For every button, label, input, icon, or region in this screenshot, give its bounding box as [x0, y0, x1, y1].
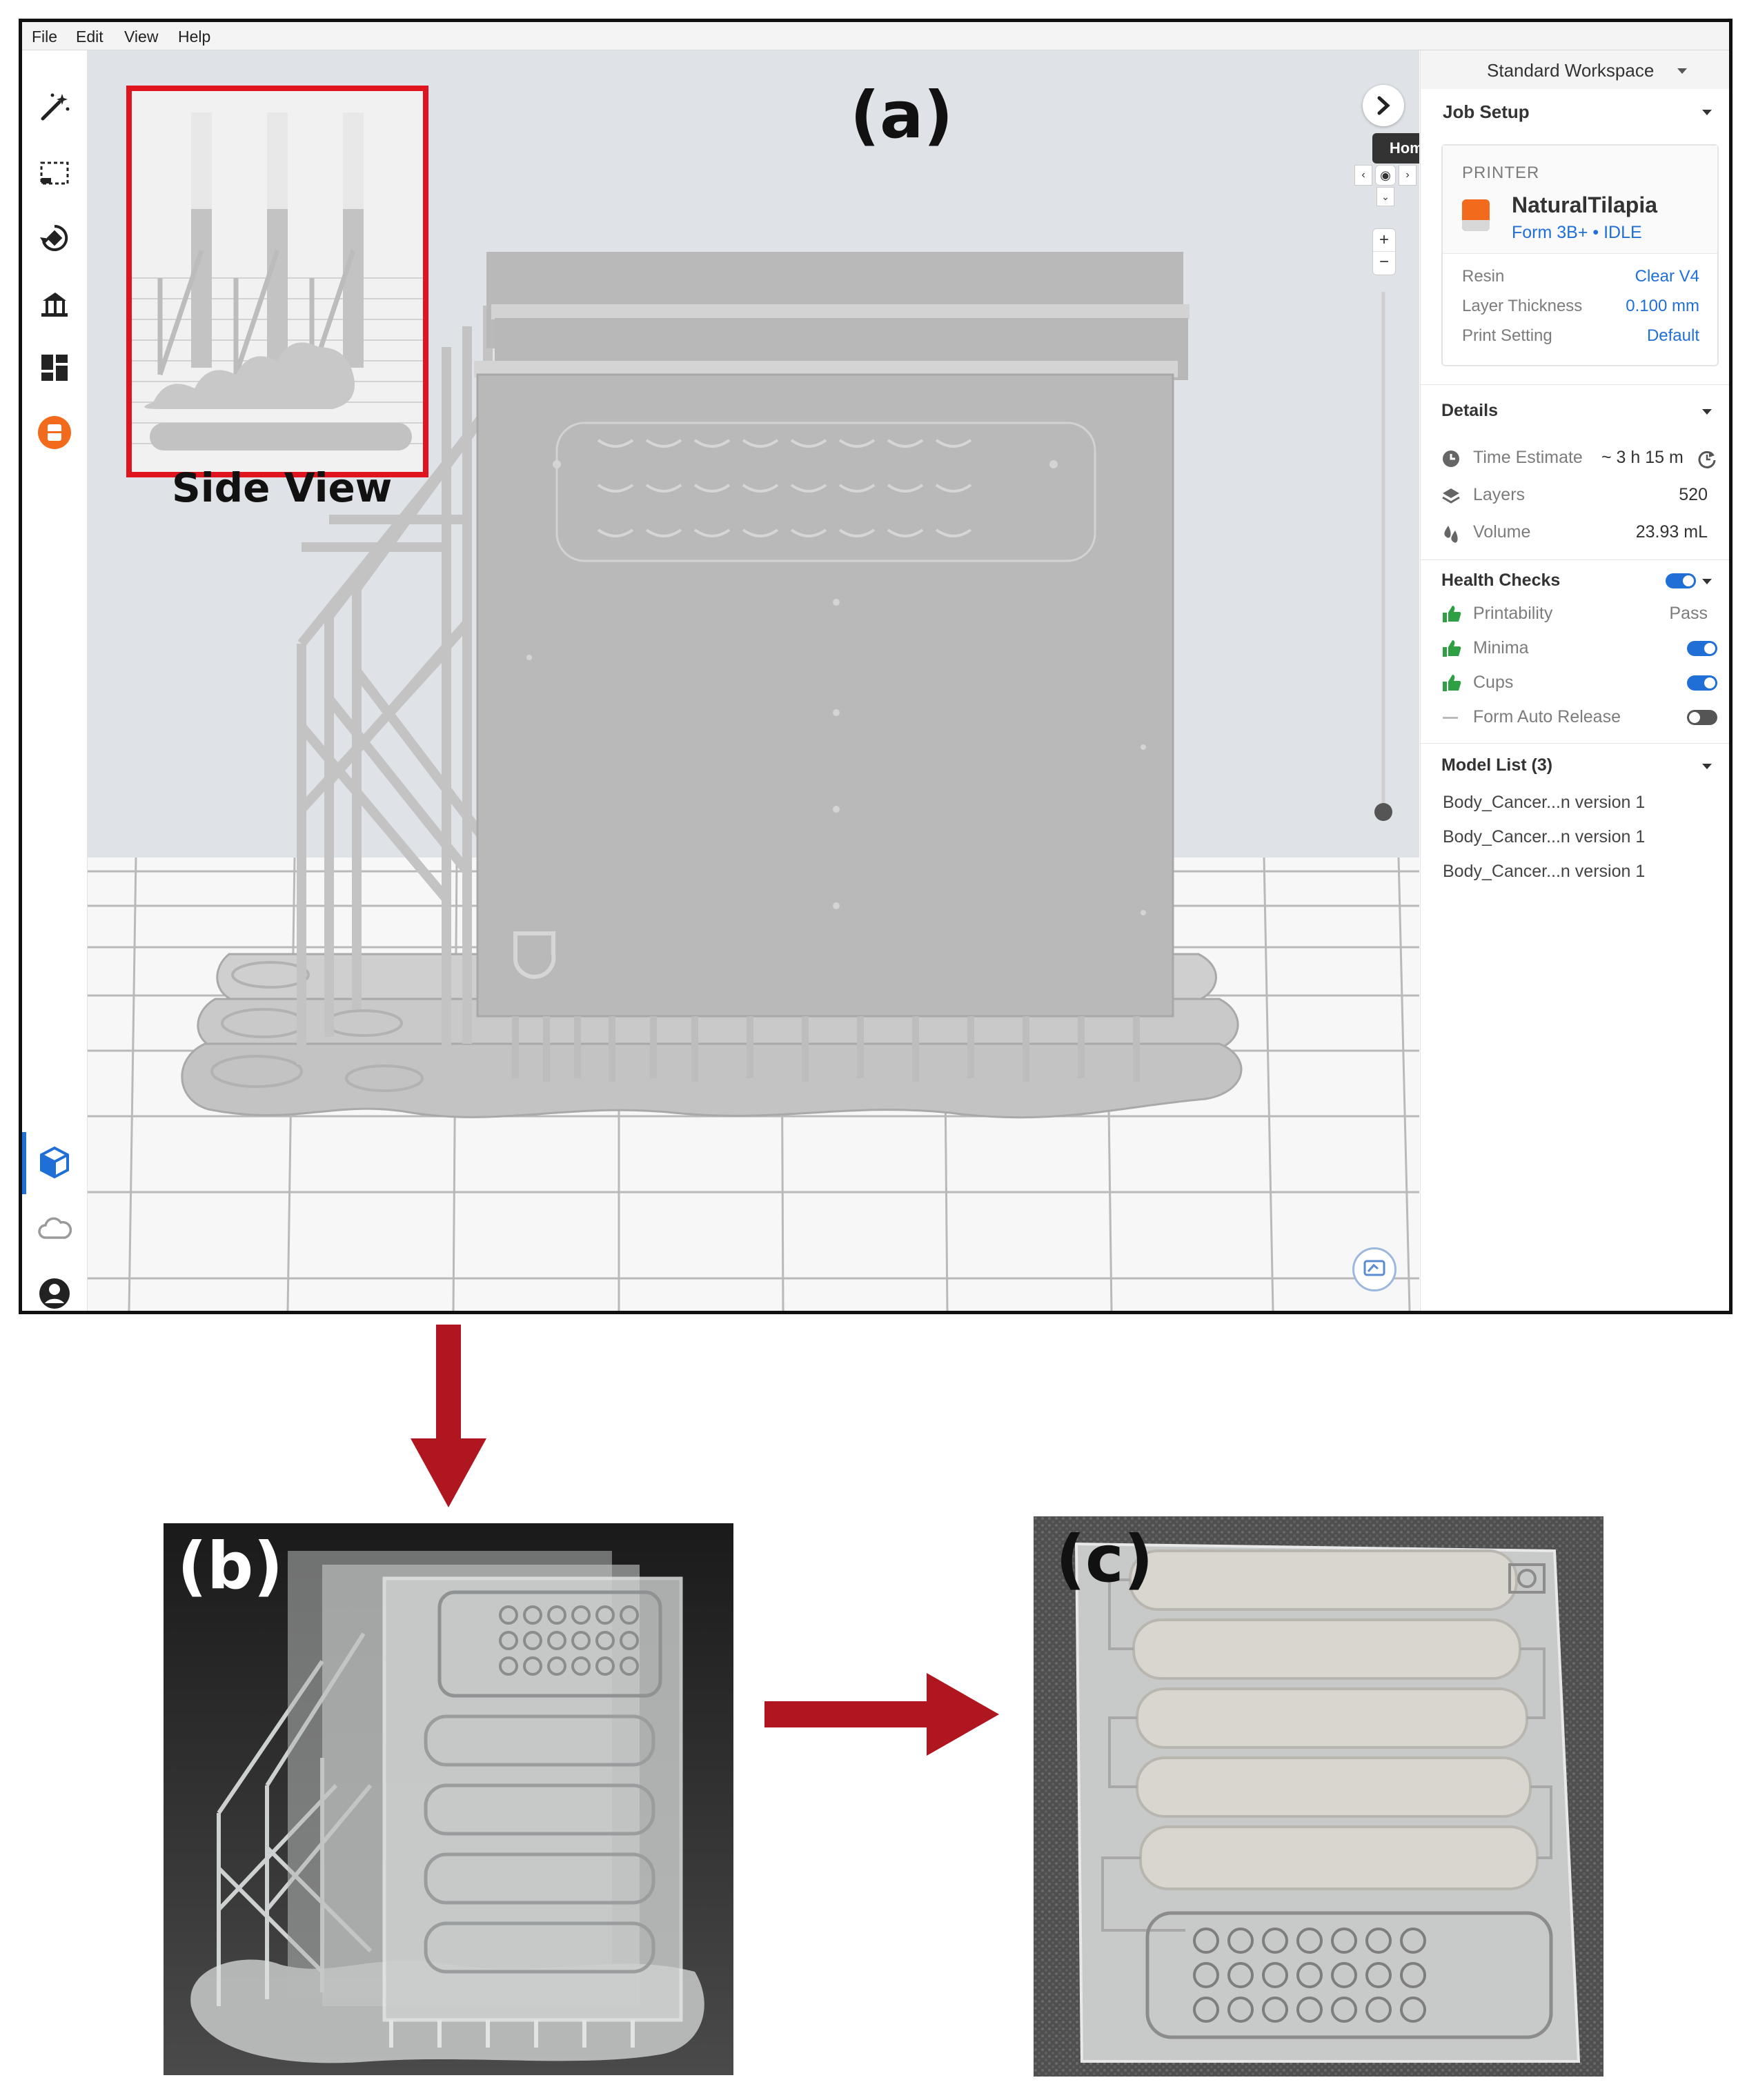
- layout-icon[interactable]: [34, 347, 75, 388]
- refresh-icon[interactable]: [1697, 448, 1717, 469]
- layer-thickness-value: 0.100 mm: [1626, 297, 1699, 315]
- cups-toggle[interactable]: [1687, 675, 1717, 691]
- print-setting-label: Print Setting: [1462, 326, 1552, 345]
- view-cube-control[interactable]: ◉ ‹ › ⌄: [1350, 165, 1419, 210]
- form-auto-release-label: Form Auto Release: [1473, 707, 1621, 726]
- minima-toggle[interactable]: [1687, 641, 1717, 656]
- thumbs-up-icon: [1443, 606, 1461, 622]
- arrow-down-icon: [411, 1325, 486, 1507]
- health-checks-title[interactable]: Health Checks: [1441, 571, 1561, 590]
- printed-chip-photo: (b): [164, 1523, 733, 2075]
- printability-label: Printability: [1473, 604, 1553, 623]
- chevron-right-icon: [1377, 96, 1390, 115]
- chevron-down-icon: [1677, 68, 1687, 74]
- time-estimate-value: ~ 3 h 15 m: [1601, 448, 1684, 467]
- chevron-down-icon[interactable]: [1702, 579, 1712, 584]
- layers-icon: [1442, 488, 1460, 504]
- chip-front-photo: (c): [1034, 1516, 1603, 2077]
- workspace-selector[interactable]: Standard Workspace: [1421, 50, 1729, 89]
- thumbs-up-icon: [1443, 675, 1461, 691]
- cloud-icon[interactable]: [34, 1208, 75, 1249]
- layer-thickness-label: Layer Thickness: [1462, 297, 1583, 315]
- magic-wand-icon[interactable]: [34, 86, 75, 128]
- rotate-down-icon[interactable]: ⌄: [1376, 187, 1394, 206]
- supports-icon[interactable]: [34, 282, 75, 324]
- printer-status-icon: [1462, 199, 1490, 231]
- menu-view[interactable]: View: [124, 28, 159, 46]
- printability-value: Pass: [1669, 604, 1708, 623]
- panel-label-c: (c): [1056, 1522, 1154, 1597]
- menu-file[interactable]: File: [32, 28, 58, 46]
- 3d-viewport[interactable]: Side View (a) Home (F) ◉ ‹ › ⌄ + −: [88, 50, 1419, 1311]
- printer-model-status: Form 3B+ • IDLE: [1512, 223, 1642, 242]
- rotate-right-icon[interactable]: ›: [1399, 165, 1417, 186]
- resin-label: Resin: [1462, 267, 1505, 286]
- select-region-icon[interactable]: [34, 152, 75, 194]
- printer-card[interactable]: PRINTER NaturalTilapia Form 3B+ • IDLE R…: [1441, 144, 1719, 366]
- menu-edit[interactable]: Edit: [76, 28, 103, 46]
- model-cube-icon[interactable]: [34, 1142, 75, 1183]
- preform-window: File Edit View Help: [19, 19, 1733, 1314]
- side-view-caption: Side View: [172, 464, 393, 511]
- account-icon[interactable]: [34, 1273, 75, 1311]
- time-estimate-label: Time Estimate: [1473, 448, 1583, 467]
- menu-bar: File Edit View Help: [22, 22, 1729, 50]
- job-sidebar: Standard Workspace Job Setup PRINTER Nat…: [1420, 50, 1729, 1311]
- printer-icon[interactable]: [34, 412, 75, 453]
- clock-icon: [1443, 450, 1459, 467]
- home-tooltip: Home (F): [1372, 133, 1419, 164]
- zoom-out-button[interactable]: −: [1379, 252, 1389, 271]
- eye-icon[interactable]: ◉: [1375, 165, 1396, 186]
- active-tool-indicator: [22, 1132, 26, 1194]
- feedback-icon: [1363, 1260, 1385, 1276]
- panel-label-a: (a): [850, 78, 954, 153]
- cups-label: Cups: [1473, 673, 1514, 692]
- model-list-item[interactable]: Body_Cancer...n version 1: [1443, 862, 1646, 881]
- orientation-icon[interactable]: [34, 217, 75, 259]
- model-list-item[interactable]: Body_Cancer...n version 1: [1443, 793, 1646, 812]
- chevron-down-icon[interactable]: [1702, 764, 1712, 769]
- build-scene: [88, 86, 1419, 1311]
- panel-label-b: (b): [177, 1529, 284, 1604]
- form-auto-release-toggle[interactable]: [1687, 710, 1717, 725]
- arrow-right-icon: [764, 1673, 999, 1756]
- left-toolbar: [22, 50, 88, 1311]
- model-list-title[interactable]: Model List (3): [1441, 755, 1553, 775]
- details-title[interactable]: Details: [1441, 401, 1498, 420]
- volume-value: 23.93 mL: [1635, 522, 1708, 542]
- chevron-down-icon[interactable]: [1702, 409, 1712, 415]
- printer-label: PRINTER: [1462, 164, 1540, 182]
- model-list-item[interactable]: Body_Cancer...n version 1: [1443, 827, 1646, 846]
- volume-drop-icon: [1444, 526, 1458, 543]
- zoom-control: + −: [1372, 228, 1396, 275]
- volume-label: Volume: [1473, 522, 1531, 542]
- printer-name: NaturalTilapia: [1512, 192, 1658, 217]
- workspace-label: Standard Workspace: [1487, 60, 1655, 81]
- dash-icon: [1443, 717, 1458, 719]
- job-setup-title[interactable]: Job Setup: [1443, 101, 1530, 122]
- thumbs-up-icon: [1443, 640, 1461, 657]
- rotate-left-icon[interactable]: ‹: [1354, 165, 1372, 186]
- zoom-in-button[interactable]: +: [1373, 229, 1395, 252]
- feedback-button[interactable]: [1352, 1247, 1396, 1291]
- collapse-panel-button[interactable]: [1363, 85, 1404, 126]
- health-checks-toggle[interactable]: [1666, 573, 1696, 588]
- minima-label: Minima: [1473, 638, 1529, 657]
- side-view-highlight: [126, 86, 428, 477]
- print-setting-value: Default: [1646, 326, 1699, 345]
- menu-help[interactable]: Help: [178, 28, 211, 46]
- chevron-down-icon[interactable]: [1702, 110, 1712, 115]
- layers-value: 520: [1679, 485, 1708, 504]
- resin-value: Clear V4: [1635, 267, 1699, 286]
- layers-label: Layers: [1473, 485, 1526, 504]
